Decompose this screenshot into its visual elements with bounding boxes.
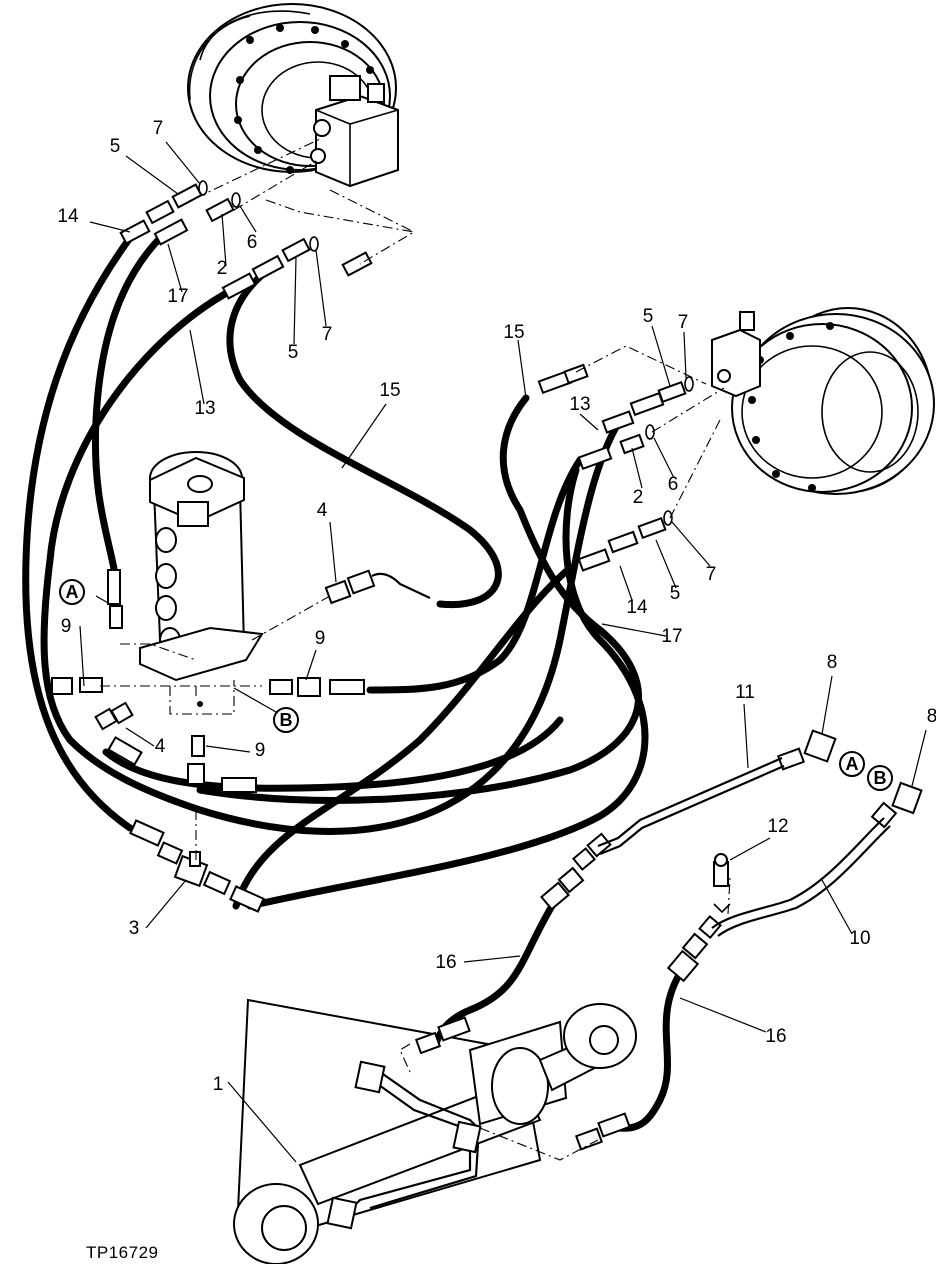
port-label-text: B: [280, 710, 293, 730]
callout-4: 4: [317, 500, 328, 521]
port-label-circle: [839, 751, 865, 777]
hose-16-right: [616, 966, 686, 1132]
callout-8: 8: [827, 652, 838, 673]
callout-9: 9: [315, 628, 326, 649]
callout-2: 2: [217, 258, 228, 279]
callout-14: 14: [57, 206, 79, 227]
hydraulic-cylinder: [233, 998, 637, 1264]
port-label-a: A: [59, 579, 85, 605]
callout-6: 6: [668, 474, 679, 495]
port-label-circle: [59, 579, 85, 605]
callout-16: 16: [765, 1026, 786, 1047]
callout-3: 3: [129, 918, 140, 939]
callout-5: 5: [110, 136, 121, 157]
port-label-text: A: [846, 754, 859, 774]
callout-11: 11: [735, 682, 755, 703]
callout-13: 13: [569, 394, 590, 415]
callout-8: 8: [927, 706, 936, 727]
callout-5: 5: [643, 306, 654, 327]
port-label-b: B: [273, 707, 299, 733]
hose-15-loop: [226, 266, 502, 609]
hose-14-left: [22, 234, 134, 832]
callout-9: 9: [61, 616, 72, 637]
callout-7: 7: [153, 118, 164, 139]
callout-9: 9: [255, 740, 266, 761]
port-label-circle: [273, 707, 299, 733]
port-label-text: B: [874, 768, 887, 788]
callout-6: 6: [247, 232, 258, 253]
callout-15: 15: [503, 322, 524, 343]
callout-15: 15: [379, 380, 400, 401]
callout-4: 4: [155, 736, 166, 757]
callout-2: 2: [633, 487, 644, 508]
callout-5: 5: [288, 342, 299, 363]
travel-motor-upper: [187, 3, 399, 188]
reference-lines: [79, 137, 927, 1163]
port-label-b: B: [867, 765, 893, 791]
center-swivel-joint: [139, 451, 264, 715]
steel-lines: [597, 756, 891, 937]
hose-17-right: [366, 456, 584, 694]
callout-16: 16: [435, 952, 456, 973]
callout-1: 1: [213, 1074, 224, 1095]
travel-motor-lower: [711, 307, 935, 495]
callout-7: 7: [706, 564, 717, 585]
fittings: [51, 180, 923, 1151]
hoses: [22, 234, 686, 1132]
hose-13: [40, 286, 624, 835]
callout-17: 17: [661, 626, 682, 647]
callout-17: 17: [167, 286, 188, 307]
callout-7: 7: [678, 312, 689, 333]
port-label-text: A: [66, 582, 79, 602]
hose-15-right: [196, 394, 642, 804]
callout-12: 12: [767, 816, 788, 837]
port-label-a: A: [839, 751, 865, 777]
hose-17-lower: [246, 466, 649, 910]
hose-lower-return: [102, 716, 564, 792]
callout-13: 13: [194, 398, 215, 419]
figure-reference-code: TP16729: [86, 1243, 159, 1262]
callout-5: 5: [670, 583, 681, 604]
callout-7: 7: [322, 324, 333, 345]
callout-10: 10: [849, 928, 870, 949]
port-label-circle: [867, 765, 893, 791]
callout-14: 14: [626, 597, 648, 618]
